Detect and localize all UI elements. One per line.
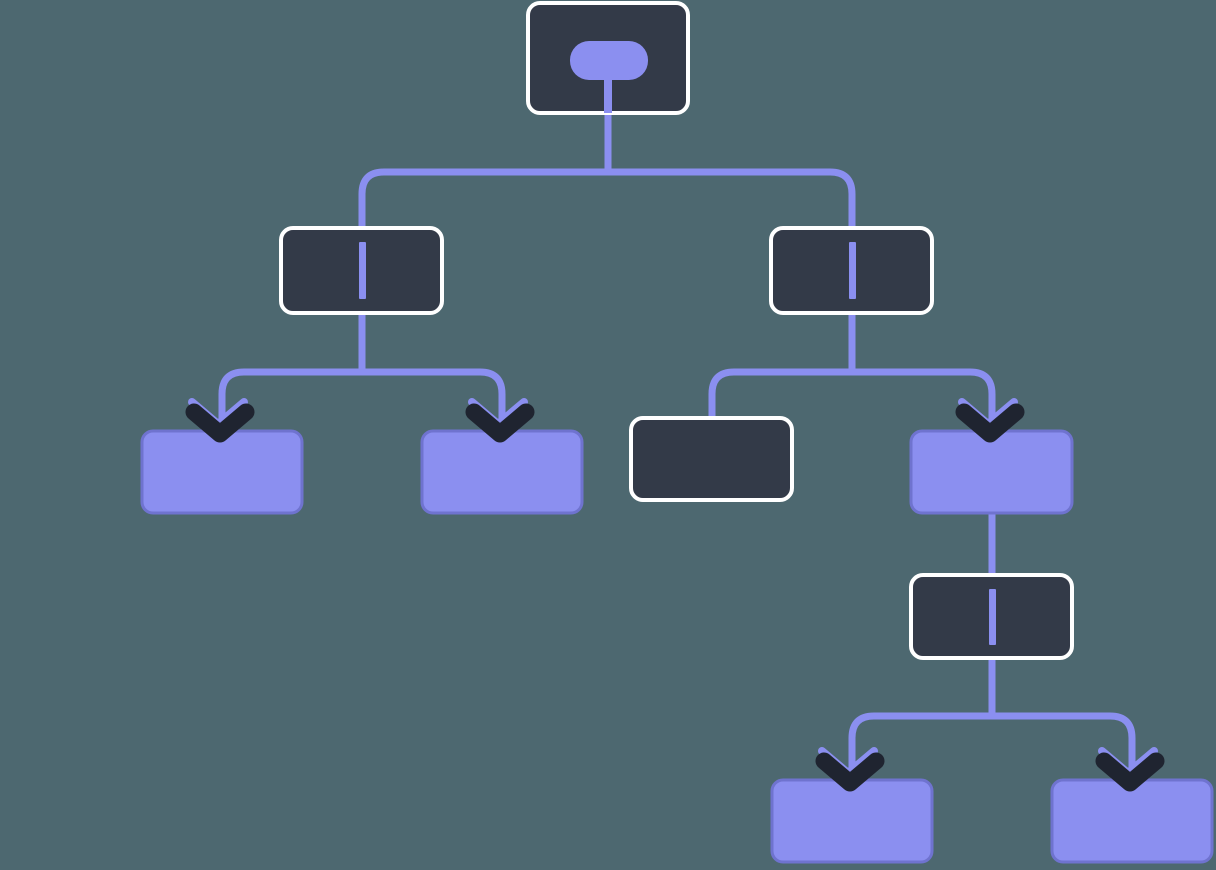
arrowhead-ah-l5-a <box>815 747 885 792</box>
node-n-l3-c[interactable] <box>629 416 794 502</box>
chevron-down-icon <box>185 403 255 443</box>
chevron-down-icon <box>465 403 535 443</box>
edge-e-l2left-b <box>358 313 506 432</box>
edge-e-root-l2left <box>358 105 612 228</box>
arrowhead-ah-l3-a <box>185 398 255 443</box>
chevron-down-icon <box>955 403 1025 443</box>
arrowhead-ah-l5-b <box>1095 747 1165 792</box>
node-inner-bar-bar-l4 <box>989 589 996 645</box>
edge-e-l2left-a <box>218 313 366 432</box>
node-inner-bar-bar-l2-right <box>849 242 856 299</box>
edge-e-l2right-c <box>708 313 856 418</box>
edge-e-l4-l5b <box>988 658 1136 781</box>
chevron-down-icon <box>815 752 885 792</box>
root-pill-head <box>570 41 648 80</box>
edge-e-l2right-d <box>848 313 996 432</box>
arrowhead-ah-l3-b <box>465 398 535 443</box>
chevron-down-icon <box>1095 752 1165 792</box>
root-pill-glyph <box>570 41 648 113</box>
node-inner-bar-bar-l2-left <box>359 242 366 299</box>
edge-e-root-l2right <box>604 105 856 228</box>
arrowhead-ah-l3-d <box>955 398 1025 443</box>
node-body <box>629 416 794 502</box>
root-pill-stem <box>604 78 612 113</box>
edge-e-l4-l5a <box>848 658 996 781</box>
